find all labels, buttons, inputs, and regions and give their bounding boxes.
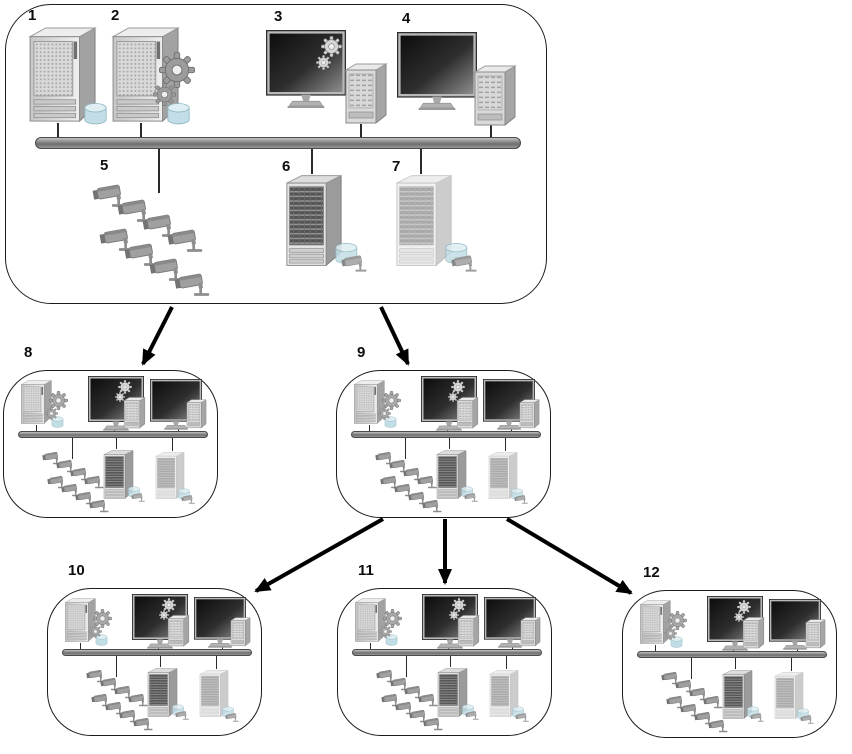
network-bus xyxy=(18,431,208,438)
arrow-site9-to-site10 xyxy=(254,517,384,593)
device-label-1: 1 xyxy=(28,7,37,24)
device-label-5: 5 xyxy=(100,157,109,174)
gears-icon xyxy=(316,36,344,72)
connector-line xyxy=(36,425,37,431)
gears-icon xyxy=(45,391,69,423)
connector-line xyxy=(506,655,507,669)
network-bus xyxy=(351,431,541,438)
connector-line xyxy=(655,645,656,651)
database-icon xyxy=(83,102,108,125)
gears-icon xyxy=(153,52,197,108)
camera-icon xyxy=(88,499,111,514)
arrow-main-to-site9 xyxy=(379,306,410,366)
connector-line xyxy=(57,123,59,138)
site-box-12: 12 xyxy=(622,565,837,738)
connector-line xyxy=(311,148,313,174)
gears-icon xyxy=(664,611,688,643)
connector-line xyxy=(216,655,217,669)
desktop-tower-icon xyxy=(230,617,251,647)
network-bus xyxy=(352,649,542,656)
connector-line xyxy=(405,437,406,459)
video-database-icon xyxy=(460,704,481,721)
connector-line xyxy=(370,643,371,649)
gears-icon xyxy=(159,598,177,622)
connector-line xyxy=(450,655,451,667)
video-database-icon xyxy=(442,242,480,274)
connector-line xyxy=(691,657,692,679)
desktop-tower-icon xyxy=(519,399,540,429)
network-bus xyxy=(35,137,521,149)
device-label-4: 4 xyxy=(402,10,411,27)
mini-site-cluster xyxy=(48,589,261,735)
site-label-10: 10 xyxy=(68,562,85,579)
connector-line xyxy=(791,657,792,671)
monitor-icon xyxy=(397,32,477,112)
network-bus xyxy=(62,649,252,656)
camera-icon xyxy=(172,272,214,299)
connector-line xyxy=(449,437,450,449)
device-label-2: 2 xyxy=(111,7,120,24)
site-box-11: 11 xyxy=(337,563,552,736)
mini-site-cluster xyxy=(338,589,551,735)
mini-site-cluster xyxy=(337,371,550,517)
network-bus xyxy=(637,651,827,658)
connector-line xyxy=(116,655,117,677)
video-database-icon xyxy=(220,706,241,723)
camera-icon xyxy=(707,719,730,734)
camera-icon xyxy=(165,228,207,255)
site-label-8: 8 xyxy=(24,344,33,361)
desktop-tower-icon xyxy=(343,63,389,125)
connector-line xyxy=(116,437,117,449)
video-database-icon xyxy=(126,486,147,503)
video-database-icon xyxy=(509,488,530,505)
connector-line xyxy=(140,123,142,138)
desktop-tower-icon xyxy=(472,65,518,127)
connector-line xyxy=(160,655,161,667)
arrow-site9-to-site12 xyxy=(505,517,633,595)
device-label-6: 6 xyxy=(282,158,291,175)
site-box-8: 8 xyxy=(3,345,218,518)
gears-icon xyxy=(115,380,133,404)
gears-icon xyxy=(449,598,467,622)
desktop-tower-icon xyxy=(520,617,541,647)
site-label-11: 11 xyxy=(358,562,374,579)
camera-icon xyxy=(422,717,445,732)
connector-line xyxy=(72,437,73,459)
connector-line xyxy=(360,124,362,138)
video-database-icon xyxy=(795,708,816,725)
video-database-icon xyxy=(510,706,531,723)
camera-icon xyxy=(132,717,155,732)
site-label-9: 9 xyxy=(357,344,366,361)
gears-icon xyxy=(378,391,402,423)
gears-icon xyxy=(379,609,403,641)
connector-line xyxy=(158,148,160,193)
mini-site-cluster xyxy=(623,591,836,737)
desktop-tower-icon xyxy=(805,619,826,649)
desktop-tower-icon xyxy=(186,399,207,429)
video-database-icon xyxy=(332,242,370,274)
site-box-10: 10 xyxy=(47,563,262,736)
video-database-icon xyxy=(459,486,480,503)
connector-line xyxy=(505,437,506,451)
connector-line xyxy=(735,657,736,669)
gears-icon xyxy=(448,380,466,404)
video-database-icon xyxy=(745,706,766,723)
connector-line xyxy=(406,655,407,677)
connector-line xyxy=(172,437,173,451)
site-label-12: 12 xyxy=(643,564,660,581)
camera-icon xyxy=(421,499,444,514)
connector-line xyxy=(369,425,370,431)
connector-line xyxy=(80,643,81,649)
connector-line xyxy=(490,125,492,138)
device-label-7: 7 xyxy=(392,158,401,175)
arrow-main-to-site8 xyxy=(141,306,174,366)
device-label-3: 3 xyxy=(274,8,283,25)
gears-icon xyxy=(734,600,752,624)
connector-line xyxy=(420,148,422,174)
site-box-9: 9 xyxy=(336,345,551,518)
video-database-icon xyxy=(170,704,191,721)
gears-icon xyxy=(89,609,113,641)
mini-site-cluster xyxy=(4,371,217,517)
video-database-icon xyxy=(176,488,197,505)
